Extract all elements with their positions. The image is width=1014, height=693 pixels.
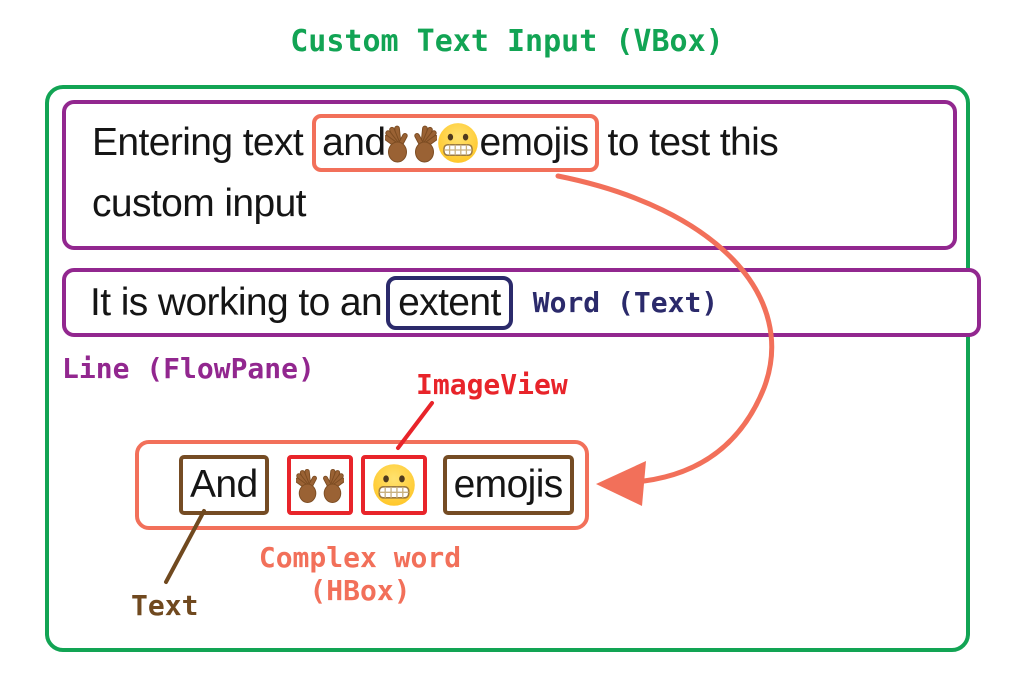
line2-boxed-word: extent bbox=[398, 280, 501, 324]
complex-word-highlight: and bbox=[312, 114, 599, 172]
grimacing-face-emoji-icon bbox=[372, 463, 416, 507]
word-text-outline: extent bbox=[386, 275, 513, 330]
grimacing-face-emoji-icon bbox=[437, 122, 479, 164]
word-text-annotation: Word (Text) bbox=[532, 286, 719, 319]
complex-word-before: and bbox=[322, 121, 386, 164]
open-hands-emoji-icon bbox=[385, 123, 438, 163]
diagram-title: Custom Text Input (VBox) bbox=[290, 24, 724, 59]
text-node-emojis: emojis bbox=[442, 455, 574, 515]
complex-word-after: emojis bbox=[479, 121, 589, 164]
imageview-annotation: ImageView bbox=[416, 368, 568, 401]
line1-text-end: to test this bbox=[607, 121, 779, 164]
hbox-annotation-line2: (HBox) bbox=[309, 574, 411, 607]
flowpane-line-1: Entering text and bbox=[62, 100, 957, 250]
open-hands-emoji-icon bbox=[295, 466, 344, 504]
line2-text: It is working to an bbox=[90, 280, 383, 324]
line1-wrapped-text: custom input bbox=[92, 182, 307, 225]
text-node-emojis-label: emojis bbox=[453, 463, 564, 506]
flowpane-annotation: Line (FlowPane) bbox=[62, 352, 315, 385]
imageview-open-hands bbox=[286, 455, 353, 515]
complex-word-hbox: And bbox=[135, 440, 589, 530]
vbox-outline bbox=[45, 85, 970, 652]
line1-text-start: Entering text bbox=[92, 121, 304, 164]
imageview-grimacing-face bbox=[360, 455, 427, 515]
flowpane-line-2: It is working to an extent Word (Text) bbox=[62, 268, 981, 337]
text-annotation: Text bbox=[131, 589, 199, 622]
text-node-and: And bbox=[179, 455, 269, 515]
hbox-annotation: Complex word (HBox) bbox=[225, 541, 495, 607]
hbox-annotation-line1: Complex word bbox=[258, 541, 462, 574]
text-node-and-label: And bbox=[190, 463, 258, 506]
